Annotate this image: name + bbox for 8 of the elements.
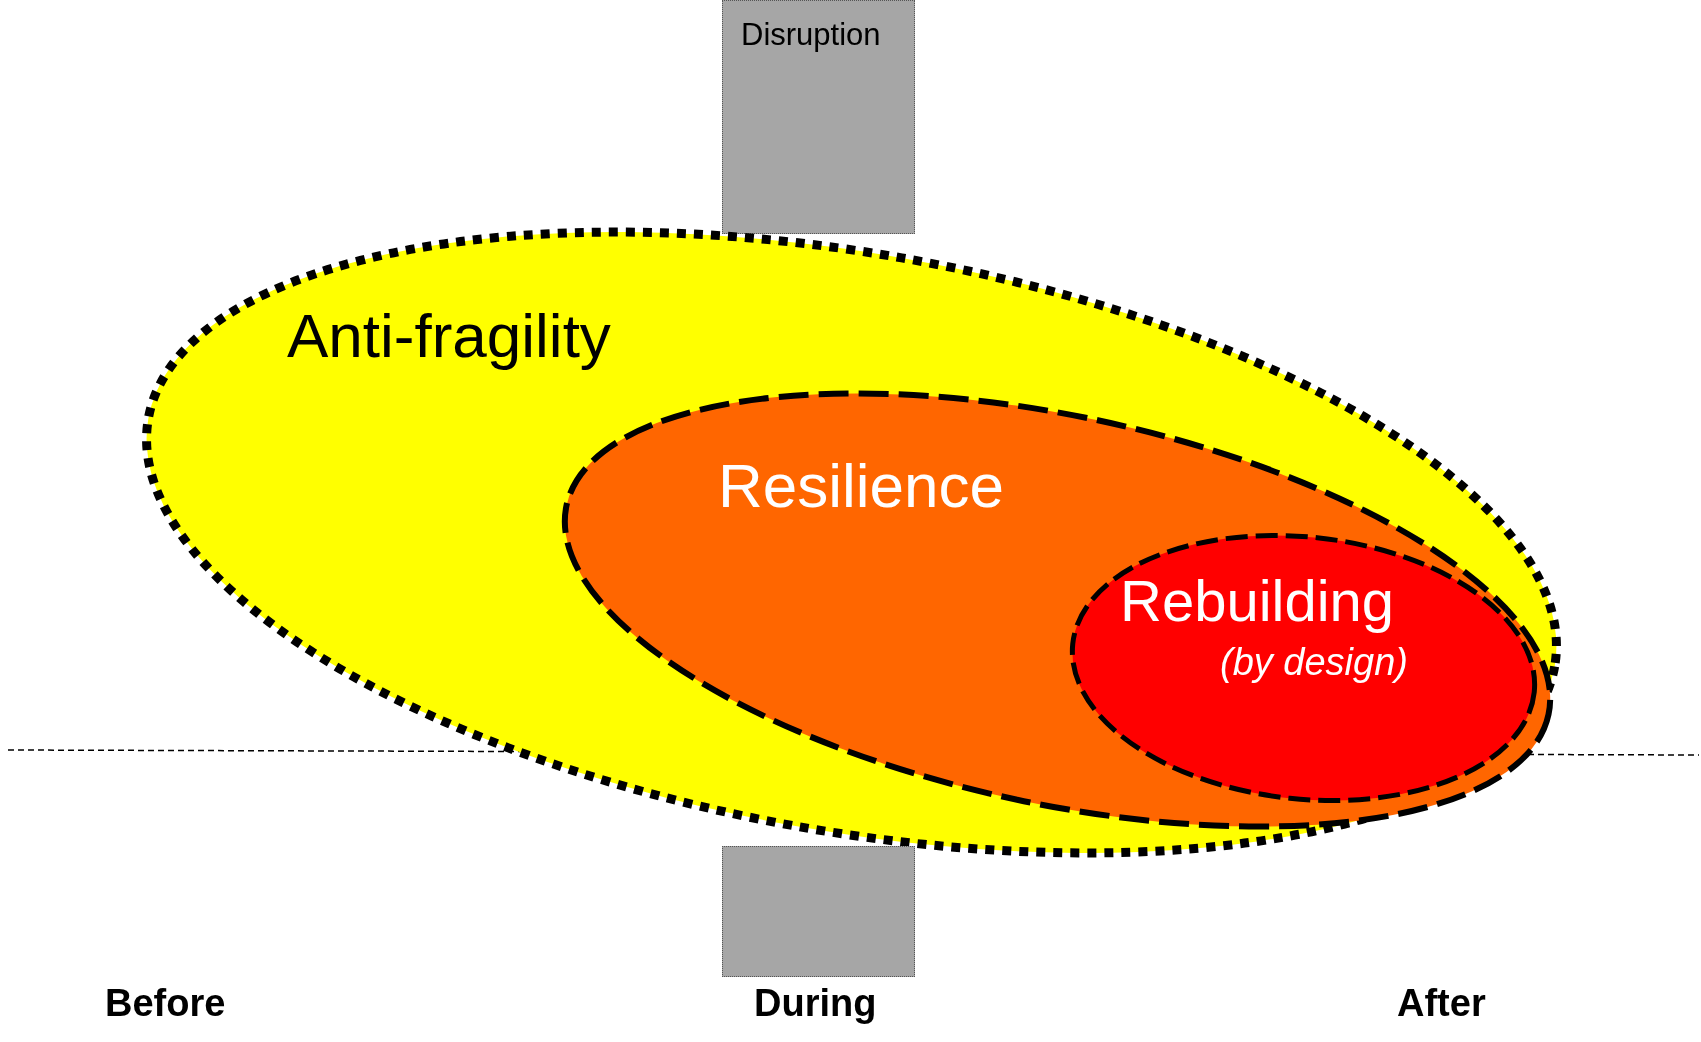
phase-label: Before <box>105 984 226 1022</box>
phase-label: During <box>754 984 877 1022</box>
disruption-band <box>722 0 915 234</box>
phase-label: After <box>1397 984 1486 1022</box>
region-label: Resilience <box>718 455 1005 517</box>
region-note: (by design) <box>1220 643 1408 681</box>
disruption-band <box>722 846 915 977</box>
region-label: Disruption <box>741 19 881 50</box>
